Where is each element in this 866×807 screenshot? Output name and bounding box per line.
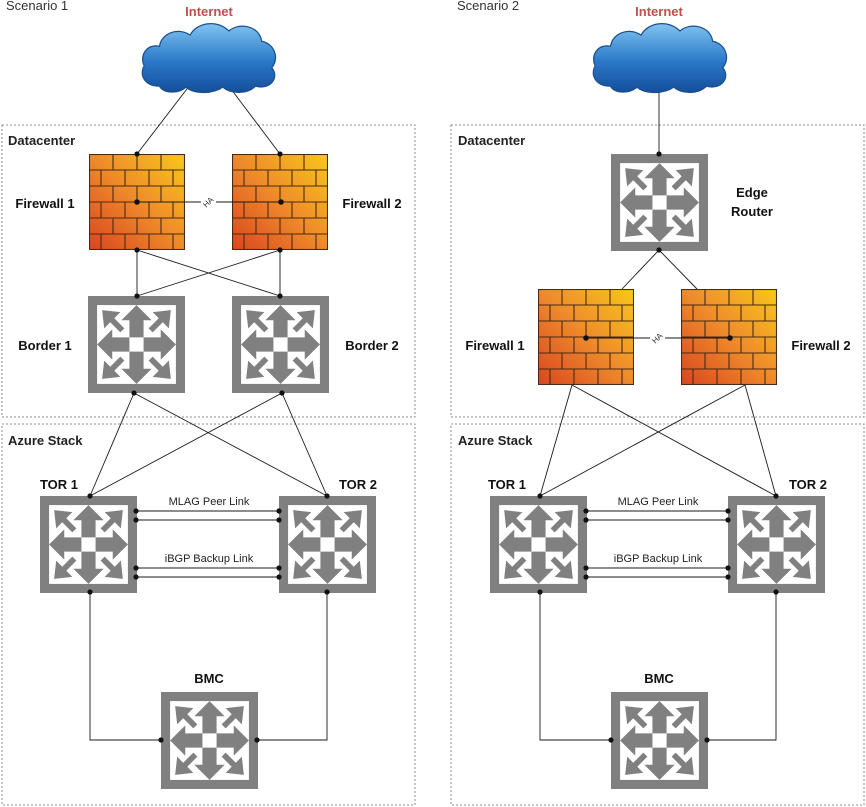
azure-stack-label: Azure Stack	[458, 433, 533, 448]
azure-stack-label: Azure Stack	[8, 433, 83, 448]
tor-1-label: TOR 1	[40, 477, 78, 492]
port-dots	[87, 151, 330, 743]
tor-2-switch-icon	[728, 496, 825, 593]
connections	[89, 84, 328, 741]
border-1-switch-icon	[88, 296, 185, 393]
azure-stack-zone	[1, 423, 416, 806]
bmc-label: BMC	[644, 671, 674, 686]
datacenter-label: Datacenter	[458, 133, 525, 148]
edge-router-icon	[611, 154, 708, 251]
bmc-switch-icon	[611, 692, 708, 789]
scenario-2-title: Scenario 2	[457, 0, 519, 13]
border-2-label: Border 2	[345, 338, 398, 353]
datacenter-label: Datacenter	[8, 133, 75, 148]
port-dots	[537, 151, 779, 743]
internet-label: Internet	[185, 4, 233, 19]
scenario-2: Scenario 2 Datacenter Azure Stack	[450, 0, 865, 806]
ha-label: HA	[650, 331, 665, 346]
tor-2-label: TOR 2	[789, 477, 827, 492]
firewall-2-label: Firewall 2	[342, 196, 401, 211]
border-1-label: Border 1	[18, 338, 71, 353]
tor-1-switch-icon	[490, 496, 587, 593]
firewall-1-label: Firewall 1	[465, 338, 524, 353]
tor-2-label: TOR 2	[339, 477, 377, 492]
ha-label: HA	[201, 195, 216, 210]
tor-1-switch-icon	[40, 496, 137, 593]
tor-2-switch-icon	[279, 496, 376, 593]
connections	[539, 92, 777, 741]
firewall-2-label: Firewall 2	[791, 338, 850, 353]
ibgp-backup-link-label: iBGP Backup Link	[614, 553, 703, 565]
azure-stack-zone	[450, 423, 865, 806]
bmc-label: BMC	[194, 671, 224, 686]
internet-cloud-icon	[592, 22, 728, 94]
internet-cloud-icon	[141, 22, 277, 94]
scenario-1-title: Scenario 1	[6, 0, 68, 13]
firewall-1-label: Firewall 1	[15, 196, 74, 211]
scenario-1: Scenario 1 Datacenter Azure Stack	[1, 0, 416, 806]
edge-router-label-line-1: Edge	[736, 185, 768, 200]
ibgp-backup-link-label: iBGP Backup Link	[165, 553, 254, 565]
mlag-peer-link-label: MLAG Peer Link	[169, 496, 250, 508]
datacenter-zone	[450, 124, 865, 418]
mlag-peer-link-label: MLAG Peer Link	[618, 496, 699, 508]
tor-1-label: TOR 1	[488, 477, 526, 492]
bmc-switch-icon	[161, 692, 258, 789]
datacenter-zone	[1, 124, 416, 418]
internet-label: Internet	[635, 4, 683, 19]
border-2-switch-icon	[232, 296, 329, 393]
edge-router-label-line-2: Router	[731, 204, 773, 219]
